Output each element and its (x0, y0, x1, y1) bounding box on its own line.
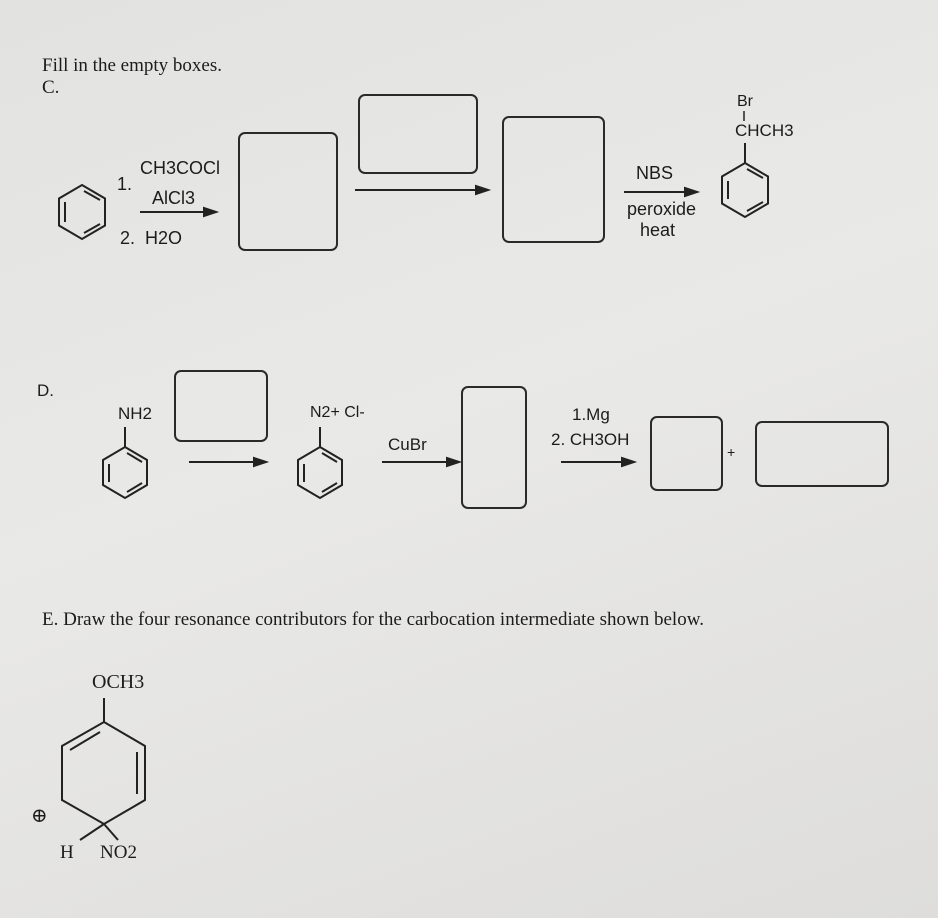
reagent-peroxide: peroxide (627, 199, 697, 219)
positive-charge-icon: ⊕ (31, 805, 48, 827)
reaction-arrow-d3 (561, 456, 638, 468)
reagent-acetyl-chloride: CH3COCl (140, 158, 221, 178)
answer-box-c2-reagent[interactable] (358, 94, 478, 174)
reagent-methanol: 2. CH3OH (551, 430, 630, 449)
section-c-label: C. (42, 77, 60, 98)
step1-number: 1. (117, 174, 133, 194)
reagent-cubr: CuBr (388, 435, 427, 454)
reaction-arrow-c3 (624, 186, 701, 198)
reaction-arrow-d2 (382, 456, 463, 468)
methoxy-group: OCH3 (92, 671, 145, 693)
product-br: Br (737, 93, 753, 110)
instructions-text: Fill in the empty boxes. (42, 55, 222, 76)
amino-group: NH2 (118, 404, 153, 423)
plus-sign: + (727, 444, 736, 460)
hydrogen-label: H (60, 842, 74, 863)
reagent-water: 2. H2O (120, 228, 183, 248)
reagent-heat: heat (640, 220, 676, 240)
answer-box-c1[interactable] (238, 132, 338, 251)
reagent-alcl3: AlCl3 (152, 188, 196, 208)
reagent-mg: 1.Mg (572, 405, 610, 424)
benzene-ring-d-aniline (102, 427, 148, 500)
benzene-ring-d-diazonium (297, 427, 343, 500)
answer-box-d2[interactable] (461, 386, 527, 509)
answer-box-d3[interactable] (650, 416, 723, 491)
section-d-label: D. (37, 381, 54, 400)
reaction-arrow-d1 (189, 456, 270, 468)
section-e-prompt: E. Draw the four resonance contributors … (42, 609, 704, 630)
nitro-group: NO2 (100, 842, 137, 863)
reaction-arrow-c1 (140, 206, 220, 218)
benzene-ring-c-product (721, 111, 769, 219)
benzene-ring-c-start (58, 183, 106, 241)
cyclohexadienyl-cation-ring (61, 698, 146, 841)
answer-box-d4[interactable] (755, 421, 889, 487)
answer-box-d1-reagent[interactable] (174, 370, 268, 442)
product-chain: CHCH3 (735, 121, 794, 140)
diazonium-group: N2+ Cl- (310, 404, 365, 421)
answer-box-c3[interactable] (502, 116, 605, 243)
reagent-nbs: NBS (636, 163, 674, 183)
reaction-arrow-c2 (355, 184, 492, 196)
